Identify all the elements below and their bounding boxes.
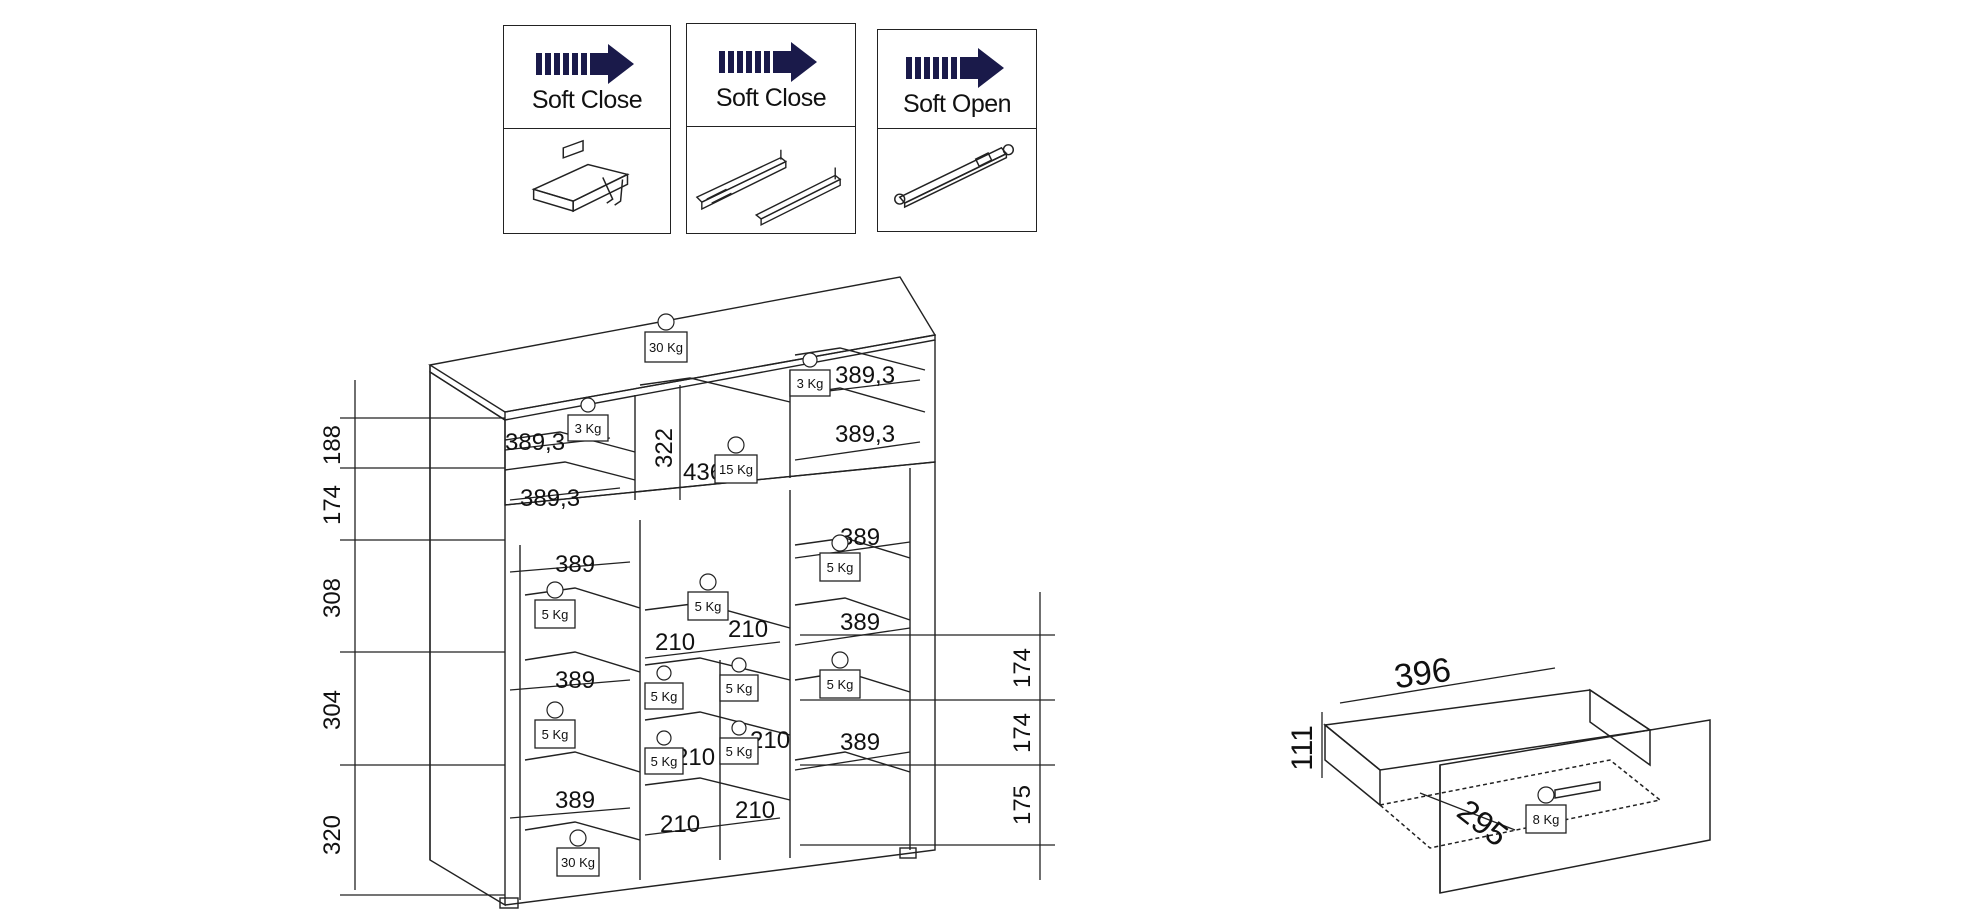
direction-arrow-icon bbox=[536, 44, 634, 84]
load-tag bbox=[789, 369, 831, 397]
load-label: 3 Kg bbox=[575, 421, 602, 436]
height-label: 188 bbox=[319, 425, 346, 465]
push-rod-icon bbox=[894, 144, 1015, 209]
width-label: 389 bbox=[555, 551, 595, 578]
height-label: 174 bbox=[319, 485, 346, 525]
load-tag bbox=[644, 331, 688, 363]
load-tag bbox=[819, 669, 861, 699]
feature-label: Soft Open bbox=[902, 90, 1012, 118]
feature-label: Soft Close bbox=[531, 86, 643, 114]
drawer-depth-label: 295 bbox=[1451, 792, 1515, 853]
width-label: 389,3 bbox=[835, 362, 895, 389]
width-label: 210 bbox=[735, 797, 775, 824]
load-tag bbox=[567, 414, 609, 442]
height-label: 174 bbox=[1009, 648, 1036, 688]
load-label: 5 Kg bbox=[542, 607, 569, 622]
load-label: 5 Kg bbox=[726, 681, 753, 696]
width-label: 389 bbox=[840, 729, 880, 756]
height-label: 175 bbox=[1009, 785, 1036, 825]
width-label: 322 bbox=[651, 428, 678, 468]
load-tag bbox=[687, 591, 729, 621]
width-label: 389 bbox=[555, 787, 595, 814]
height-label: 320 bbox=[319, 815, 346, 855]
width-label: 389,3 bbox=[505, 429, 565, 456]
feature-box-soft-open: Soft Open bbox=[877, 29, 1037, 232]
width-label: 389,3 bbox=[520, 485, 580, 512]
load-label: 5 Kg bbox=[695, 599, 722, 614]
width-label: 389,3 bbox=[835, 421, 895, 448]
load-tag bbox=[819, 552, 861, 582]
load-label: 5 Kg bbox=[827, 677, 854, 692]
load-tag bbox=[714, 454, 758, 484]
load-label: 30 Kg bbox=[561, 855, 595, 870]
drawer-width-label: 396 bbox=[1392, 651, 1453, 697]
drawer-runner-icon bbox=[695, 149, 842, 226]
width-label: 210 bbox=[660, 811, 700, 838]
width-label: 389 bbox=[840, 609, 880, 636]
load-label: 5 Kg bbox=[542, 727, 569, 742]
load-label: 15 Kg bbox=[719, 462, 753, 477]
load-tag bbox=[534, 599, 576, 629]
load-label: 30 Kg bbox=[649, 340, 683, 355]
load-tag bbox=[534, 719, 576, 749]
direction-arrow-icon bbox=[719, 42, 817, 82]
width-label: 210 bbox=[655, 629, 695, 656]
feature-label: Soft Close bbox=[715, 84, 827, 112]
feature-box-soft-close-2: Soft Close bbox=[686, 23, 856, 234]
load-tag bbox=[1525, 804, 1567, 834]
height-label: 174 bbox=[1009, 713, 1036, 753]
height-label: 304 bbox=[319, 690, 346, 730]
drawer-height-label: 111 bbox=[1286, 725, 1319, 771]
width-label: 210 bbox=[728, 616, 768, 643]
load-label: 8 Kg bbox=[1533, 812, 1560, 827]
load-tag bbox=[719, 674, 759, 702]
damper-icon bbox=[531, 139, 630, 213]
load-label: 5 Kg bbox=[726, 744, 753, 759]
load-tag bbox=[644, 682, 684, 710]
load-tag bbox=[556, 847, 600, 877]
load-label: 3 Kg bbox=[797, 376, 824, 391]
feature-box-soft-close-1: Soft Close bbox=[503, 25, 671, 234]
load-label: 5 Kg bbox=[651, 689, 678, 704]
load-tag bbox=[719, 737, 759, 765]
height-label: 308 bbox=[319, 578, 346, 618]
direction-arrow-icon bbox=[906, 48, 1004, 88]
load-tag bbox=[644, 747, 684, 775]
load-label: 5 Kg bbox=[651, 754, 678, 769]
load-label: 5 Kg bbox=[827, 560, 854, 575]
width-label: 389 bbox=[555, 667, 595, 694]
